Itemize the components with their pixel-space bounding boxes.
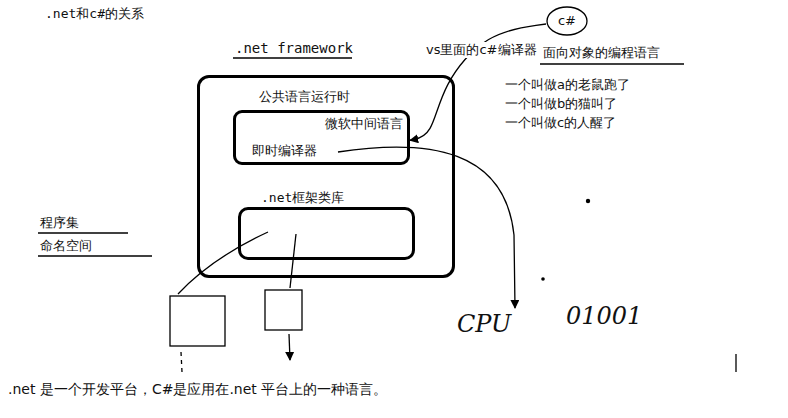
note-text: 一个叫做c的人醒了 — [505, 115, 616, 131]
note-text: 面向对象的编程语言 — [543, 45, 660, 61]
node-heading: 公共语言运行时 — [259, 89, 350, 105]
library-leader — [178, 232, 268, 294]
sketch-stroke — [181, 352, 182, 372]
diagram-title: .net和c#的关系 — [45, 6, 144, 22]
sketch-box — [265, 290, 302, 330]
ellipse-outline — [547, 7, 587, 35]
handwritten-note: 01001 — [566, 302, 642, 330]
diagram-caption: .net 是一个开发平台，C#是应用在.net 平台上的一种语言。 — [8, 381, 387, 397]
sketch-box — [170, 296, 225, 346]
sketch-arrow — [289, 334, 290, 360]
node-heading: c# — [558, 13, 576, 29]
csharp-ellipse: c# — [546, 6, 588, 36]
underline — [38, 255, 152, 256]
text-cursor — [735, 354, 736, 372]
node-heading: .net framework — [235, 40, 353, 56]
node-text: 即时编译器 — [252, 143, 317, 159]
library-box: .net框架类库 — [238, 207, 415, 260]
handwritten-note: CPU — [457, 310, 511, 338]
note-text: 一个叫做b的猫叫了 — [505, 96, 617, 112]
library-leader — [290, 234, 296, 288]
clr-box: 公共语言运行时微软中间语言即时编译器 — [233, 110, 410, 165]
framework-box: 公共语言运行时微软中间语言即时编译器.net框架类库.net framework — [197, 75, 455, 278]
underline — [540, 63, 684, 64]
note-text: 一个叫做a的老鼠跑了 — [505, 77, 630, 93]
dot — [541, 277, 545, 281]
note-text: 命名空间 — [40, 238, 92, 254]
underline — [38, 232, 128, 233]
jit-to-cpu-arrow — [338, 147, 515, 308]
node-heading: .net框架类库 — [261, 190, 344, 206]
edge-label: vs里面的c#编译器 — [424, 42, 539, 58]
note-text: 程序集 — [40, 215, 79, 231]
node-text: 微软中间语言 — [325, 116, 403, 132]
dot — [586, 199, 590, 203]
underline — [233, 57, 352, 58]
